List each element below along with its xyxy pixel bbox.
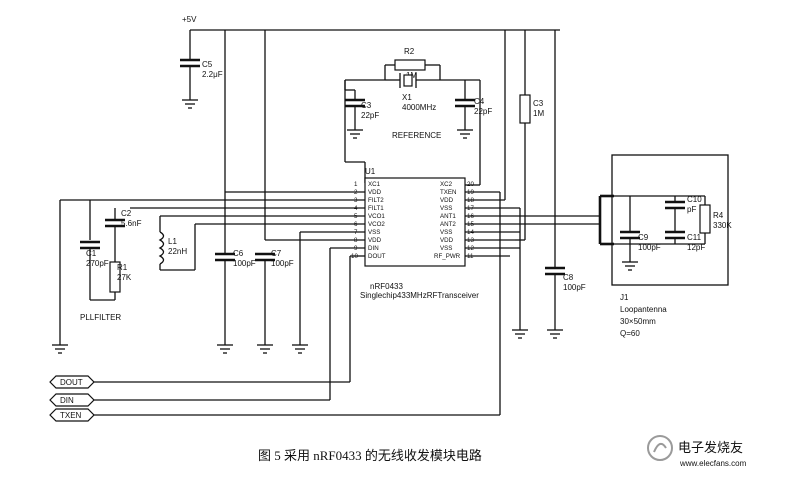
c8-capacitor: C8 100pF: [545, 30, 586, 339]
ic-pin-name: VSS: [440, 205, 452, 212]
ic-pin-name: XC2: [440, 181, 453, 188]
c2-ref: C2: [121, 209, 132, 218]
c4-ref: C4: [474, 97, 485, 106]
l1-ref: L1: [168, 237, 177, 246]
r4-resistor: [699, 204, 711, 234]
antenna-type: Loopantenna: [620, 305, 667, 314]
ic-pin-name: VSS: [368, 229, 380, 236]
antenna-ref: J1: [620, 293, 629, 302]
antenna-size: 30×50mm: [620, 317, 656, 326]
c10-value: pF: [687, 205, 696, 214]
ic-pin-name: VSS: [440, 245, 452, 252]
x1-crystal: [403, 74, 413, 87]
ic-pin-name: ANT2: [440, 221, 456, 228]
ic-pin-name: VSS: [440, 229, 452, 236]
ic-pin-name: XC1: [368, 181, 381, 188]
figure-caption: 图 5 采用 nRF0433 的无线收发模块电路: [258, 448, 482, 463]
c8-ref: C8: [563, 273, 574, 282]
c8-value: 100pF: [563, 283, 586, 292]
c9-value: 100pF: [638, 243, 661, 252]
l1-value: 22nH: [168, 247, 187, 256]
ic-part: nRF0433: [370, 282, 403, 291]
c9-ref: C9: [638, 233, 649, 242]
r2-ref: R2: [404, 47, 415, 56]
watermark-text: 电子发烧友: [678, 440, 743, 455]
c2-value: 5.6nF: [121, 219, 142, 228]
antenna-outline: [611, 154, 729, 286]
c6-value: 100pF: [233, 259, 256, 268]
ic-pin-name: VDD: [368, 237, 382, 244]
c6-ref: C6: [233, 249, 244, 258]
ic-pin-name: VDD: [440, 237, 454, 244]
supply-label: +5V: [182, 15, 197, 24]
c10-ref: C10: [687, 195, 702, 204]
ic-desc: Singlechip433MHzRFTransceiver: [360, 291, 479, 300]
vss7-ground: [292, 344, 308, 354]
ic-right-wiring: [465, 30, 600, 415]
io-ports: DOUT DIN TXEN: [49, 375, 500, 422]
c5-value: 2.2μF: [202, 70, 223, 79]
c3b-body: [519, 94, 531, 124]
ic-pin-name: VCO1: [368, 213, 385, 220]
ic-pin-name: DOUT: [368, 253, 386, 260]
x1-value: 4000MHz: [402, 103, 436, 112]
c6-capacitor: C6 100pF: [215, 192, 256, 354]
ic-pin-name: DIN: [368, 245, 379, 252]
r2-resistor: [394, 59, 426, 71]
ic-pin-name: FILT2: [368, 197, 384, 204]
c4-value: 22pF: [474, 107, 492, 116]
c7-capacitor: C7 100pF: [255, 249, 294, 354]
supply-rail: +5V: [182, 15, 560, 60]
c3a-value: 22pF: [361, 111, 379, 120]
loop-antenna: C9 100pF C10 pF C11 12pF R4 330K J1 Loop…: [598, 154, 732, 338]
ic-pin-name: VDD: [368, 189, 382, 196]
c11-value: 12pF: [687, 243, 705, 252]
antenna-q: Q=60: [620, 329, 640, 338]
ic-u1: U1 nRF0433 Singlechip433MHzRFTransceiver…: [351, 167, 479, 300]
r4-value: 330K: [713, 221, 732, 230]
ic-pin-name: TXEN: [440, 189, 457, 196]
watermark-logo: 电子发烧友 www.elecfans.com: [647, 435, 747, 468]
ic-body: [364, 177, 466, 267]
port-din-label: DIN: [60, 396, 74, 405]
c7-ref: C7: [271, 249, 282, 258]
c3b-component: C3 1M: [515, 30, 544, 241]
ic-left-wiring: [60, 30, 365, 400]
r4-ref: R4: [713, 211, 724, 220]
c3b-ref: C3: [533, 99, 544, 108]
x1-ref: X1: [402, 93, 412, 102]
port-dout-label: DOUT: [60, 378, 83, 387]
c3a-ref: C3: [361, 101, 372, 110]
pll-filter: C1 270pF C2 5.6nF R1 27K PLLFILTER: [52, 200, 142, 354]
c5-capacitor: C5 2.2μF: [180, 58, 223, 109]
l1-inductor: L1 22nH: [158, 216, 196, 271]
watermark-url: www.elecfans.com: [679, 459, 747, 468]
ic-pin-name: FILT1: [368, 205, 384, 212]
reference-label: REFERENCE: [392, 131, 441, 140]
port-txen-label: TXEN: [60, 411, 82, 420]
r1-value: 27K: [117, 273, 132, 282]
reference-network: R2 1M X1 4000MHz C3 22pF C4 22pF REFEREN…: [344, 47, 492, 185]
c1-value: 270pF: [86, 259, 109, 268]
c7-value: 100pF: [271, 259, 294, 268]
ic-pin-name: VCO2: [368, 221, 385, 228]
c11-ref: C11: [687, 233, 702, 242]
ic-pin-name: RF_PWR: [434, 253, 461, 260]
c5-ref: C5: [202, 60, 213, 69]
ic-pin-name: ANT1: [440, 213, 456, 220]
pllfilter-label: PLLFILTER: [80, 313, 121, 322]
ic-pin-name: VDD: [440, 197, 454, 204]
ic-pin-number: 1: [354, 181, 358, 188]
c3b-value: 1M: [533, 109, 544, 118]
ic-ref: U1: [365, 167, 376, 176]
c1-ref: C1: [86, 249, 97, 258]
r1-ref: R1: [117, 263, 128, 272]
